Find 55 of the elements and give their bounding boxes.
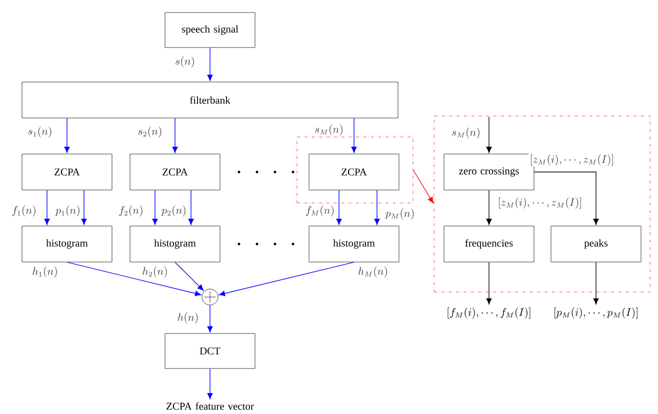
arrow <box>172 118 178 153</box>
arrow <box>81 190 87 225</box>
arrow <box>188 190 194 225</box>
arrow <box>534 172 599 225</box>
edge-label: $h(n)$ <box>176 312 200 324</box>
edge-label: $f_2(n)$ <box>118 204 144 218</box>
arrow <box>351 118 357 153</box>
edge-label: $f_1(n)$ <box>10 204 38 218</box>
edge-label: $p_1(n)$ <box>54 204 82 218</box>
process-box: frequencies <box>444 226 534 262</box>
arrow <box>336 190 342 225</box>
process-box: DCT <box>164 333 256 369</box>
sum-circle <box>202 288 218 306</box>
edge-label: $s(n)$ <box>174 56 196 68</box>
process-box: peaks <box>550 226 642 262</box>
edge-label: $h_1(n)$ <box>31 266 59 278</box>
arrow <box>593 262 599 304</box>
output-text: $[p_M(i), \cdots, p_M(I)]$ <box>554 308 638 318</box>
arrow <box>44 190 50 225</box>
process-box: speech signal <box>164 12 256 48</box>
detail-box <box>434 116 650 292</box>
arrow <box>486 262 492 304</box>
edge-label: $p_2(n)$ <box>160 204 188 218</box>
process-box: histogram <box>130 226 220 262</box>
edge-label: $s_1(n)$ <box>26 126 54 138</box>
arrow <box>66 262 202 296</box>
arrow <box>486 190 492 225</box>
arrow <box>412 170 434 204</box>
edge-label: $h_M(n)$ <box>356 266 390 278</box>
process-box: histogram <box>308 226 400 262</box>
process-box: filterbank <box>22 82 398 118</box>
edge-label: $f_M(n)$ <box>304 204 336 218</box>
edge-label: $p_M(n)$ <box>384 208 416 220</box>
highlight-box <box>296 136 414 204</box>
arrow <box>207 304 213 332</box>
arrow <box>374 190 380 225</box>
edge-label: $s_M(n)$ <box>450 126 482 140</box>
edge-label: $h_2(n)$ <box>141 266 169 278</box>
arrow <box>486 116 492 153</box>
arrow <box>64 118 70 153</box>
edge-label: $s_M(n)$ <box>314 124 344 136</box>
process-box: histogram <box>22 226 112 262</box>
edge-label: $[z_M(i), \cdots, z_M(I)]$ <box>496 196 584 210</box>
arrow <box>174 262 204 291</box>
process-box: ZCPA <box>22 154 112 190</box>
edge-label: $s_2(n)$ <box>136 126 164 138</box>
arrow <box>207 47 213 81</box>
output-text: ZCPA feature vector <box>166 402 254 410</box>
edge-label: $[z_M(i), \cdots, z_M(I)]$ <box>528 154 616 166</box>
arrow <box>152 190 158 225</box>
output-text: $[f_M(i), \cdots, f_M(I)]$ <box>448 308 530 318</box>
process-box: ZCPA <box>130 154 220 190</box>
arrow <box>218 262 354 296</box>
process-box: ZCPA <box>308 154 400 190</box>
arrow <box>207 368 213 400</box>
